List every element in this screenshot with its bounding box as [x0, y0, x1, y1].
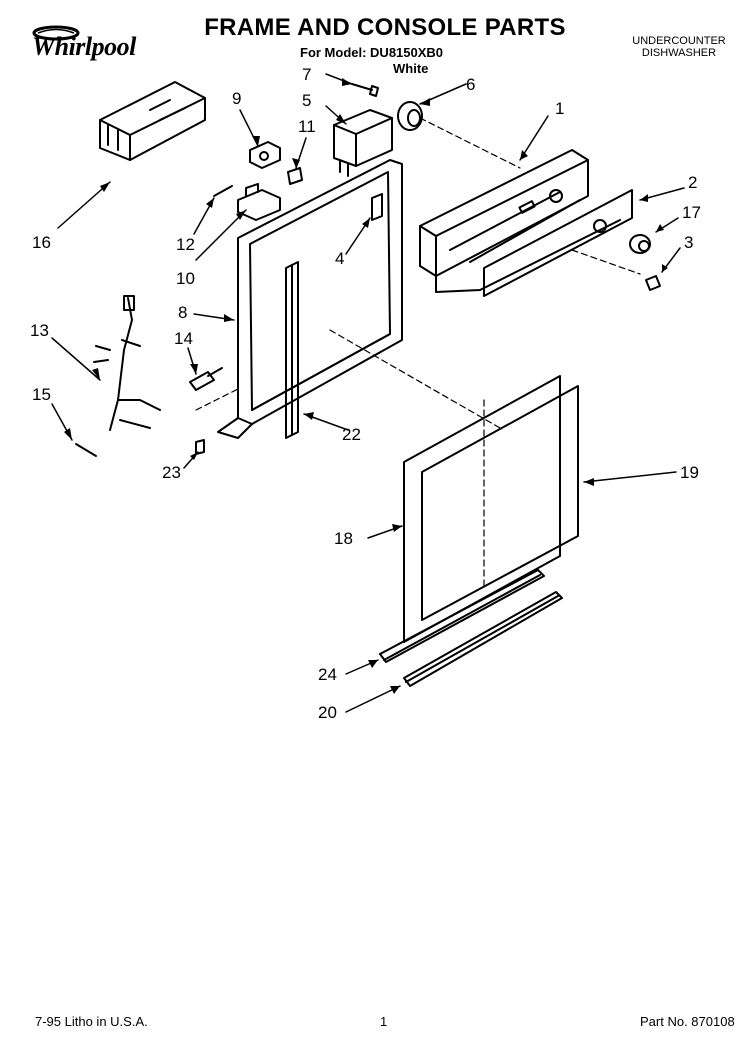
part-3-button: [645, 275, 661, 291]
callout-16: 16: [32, 233, 51, 252]
product-line-2: DISHWASHER: [641, 47, 717, 59]
callout-19: 19: [680, 463, 699, 482]
callout-24: 24: [318, 665, 337, 684]
footer-date: 7-95 Litho in U.S.A.: [35, 1014, 148, 1029]
callout-10: 10: [176, 269, 195, 288]
part-24-strip: [379, 569, 545, 663]
callout-17: 17: [682, 203, 701, 222]
part-8-frame: [217, 159, 403, 439]
part-2-panel: [483, 189, 633, 297]
callout-22: 22: [342, 425, 361, 444]
callout-5: 5: [302, 91, 311, 110]
part-20-strip: [403, 591, 563, 687]
part-5-selector: [333, 109, 393, 177]
callout-3: 3: [684, 233, 693, 252]
brand-wordmark: Whirlpool: [32, 32, 136, 61]
part-23-clip: [195, 439, 205, 455]
model-line: For Model: DU8150XB0: [300, 45, 444, 60]
callout-14: 14: [174, 329, 193, 348]
callout-4: 4: [335, 249, 344, 268]
part-9-switch: [249, 141, 281, 169]
part-4-latch: [371, 193, 383, 221]
part-1-console: [419, 149, 621, 293]
arrowheads: [64, 78, 668, 694]
leader-lines: [51, 73, 685, 713]
part-15-screw: [75, 443, 97, 457]
part-17-knob: [629, 234, 651, 254]
callout-7: 7: [302, 65, 311, 84]
alignment-lines: [195, 117, 641, 591]
footer-part-number: Part No. 870108: [640, 1014, 735, 1029]
part-11-clip: [287, 167, 303, 185]
page-title: FRAME AND CONSOLE PARTS: [204, 14, 566, 41]
callout-20: 20: [318, 703, 337, 722]
callout-23: 23: [162, 463, 181, 482]
callout-9: 9: [232, 89, 241, 108]
callout-12: 12: [176, 235, 195, 254]
footer-page-number: 1: [380, 1014, 388, 1029]
part-14-connector: [189, 367, 223, 391]
brand-logo: [28, 24, 158, 68]
product-type: UNDERCOUNTER DISHWASHER: [604, 35, 752, 59]
part-12-screw: [213, 185, 233, 197]
part-18-panel: [403, 375, 561, 643]
part-10-bracket: [237, 183, 281, 221]
callout-11: 11: [298, 117, 316, 136]
callout-6: 6: [466, 75, 475, 94]
part-6-knob: [397, 101, 423, 131]
model-color: White: [393, 61, 429, 76]
callout-8: 8: [178, 303, 187, 322]
callout-15: 15: [32, 385, 51, 404]
callout-1: 1: [555, 99, 564, 118]
part-19-panel: [421, 385, 579, 621]
part-22-strip: [285, 261, 299, 439]
part-16-module: [99, 81, 206, 161]
callout-13: 13: [30, 321, 49, 340]
callout-18: 18: [334, 529, 353, 548]
part-7-screw: [351, 83, 379, 97]
product-line-1: UNDERCOUNTER: [632, 35, 726, 47]
callout-2: 2: [688, 173, 697, 192]
part-13-harness: [93, 295, 161, 431]
